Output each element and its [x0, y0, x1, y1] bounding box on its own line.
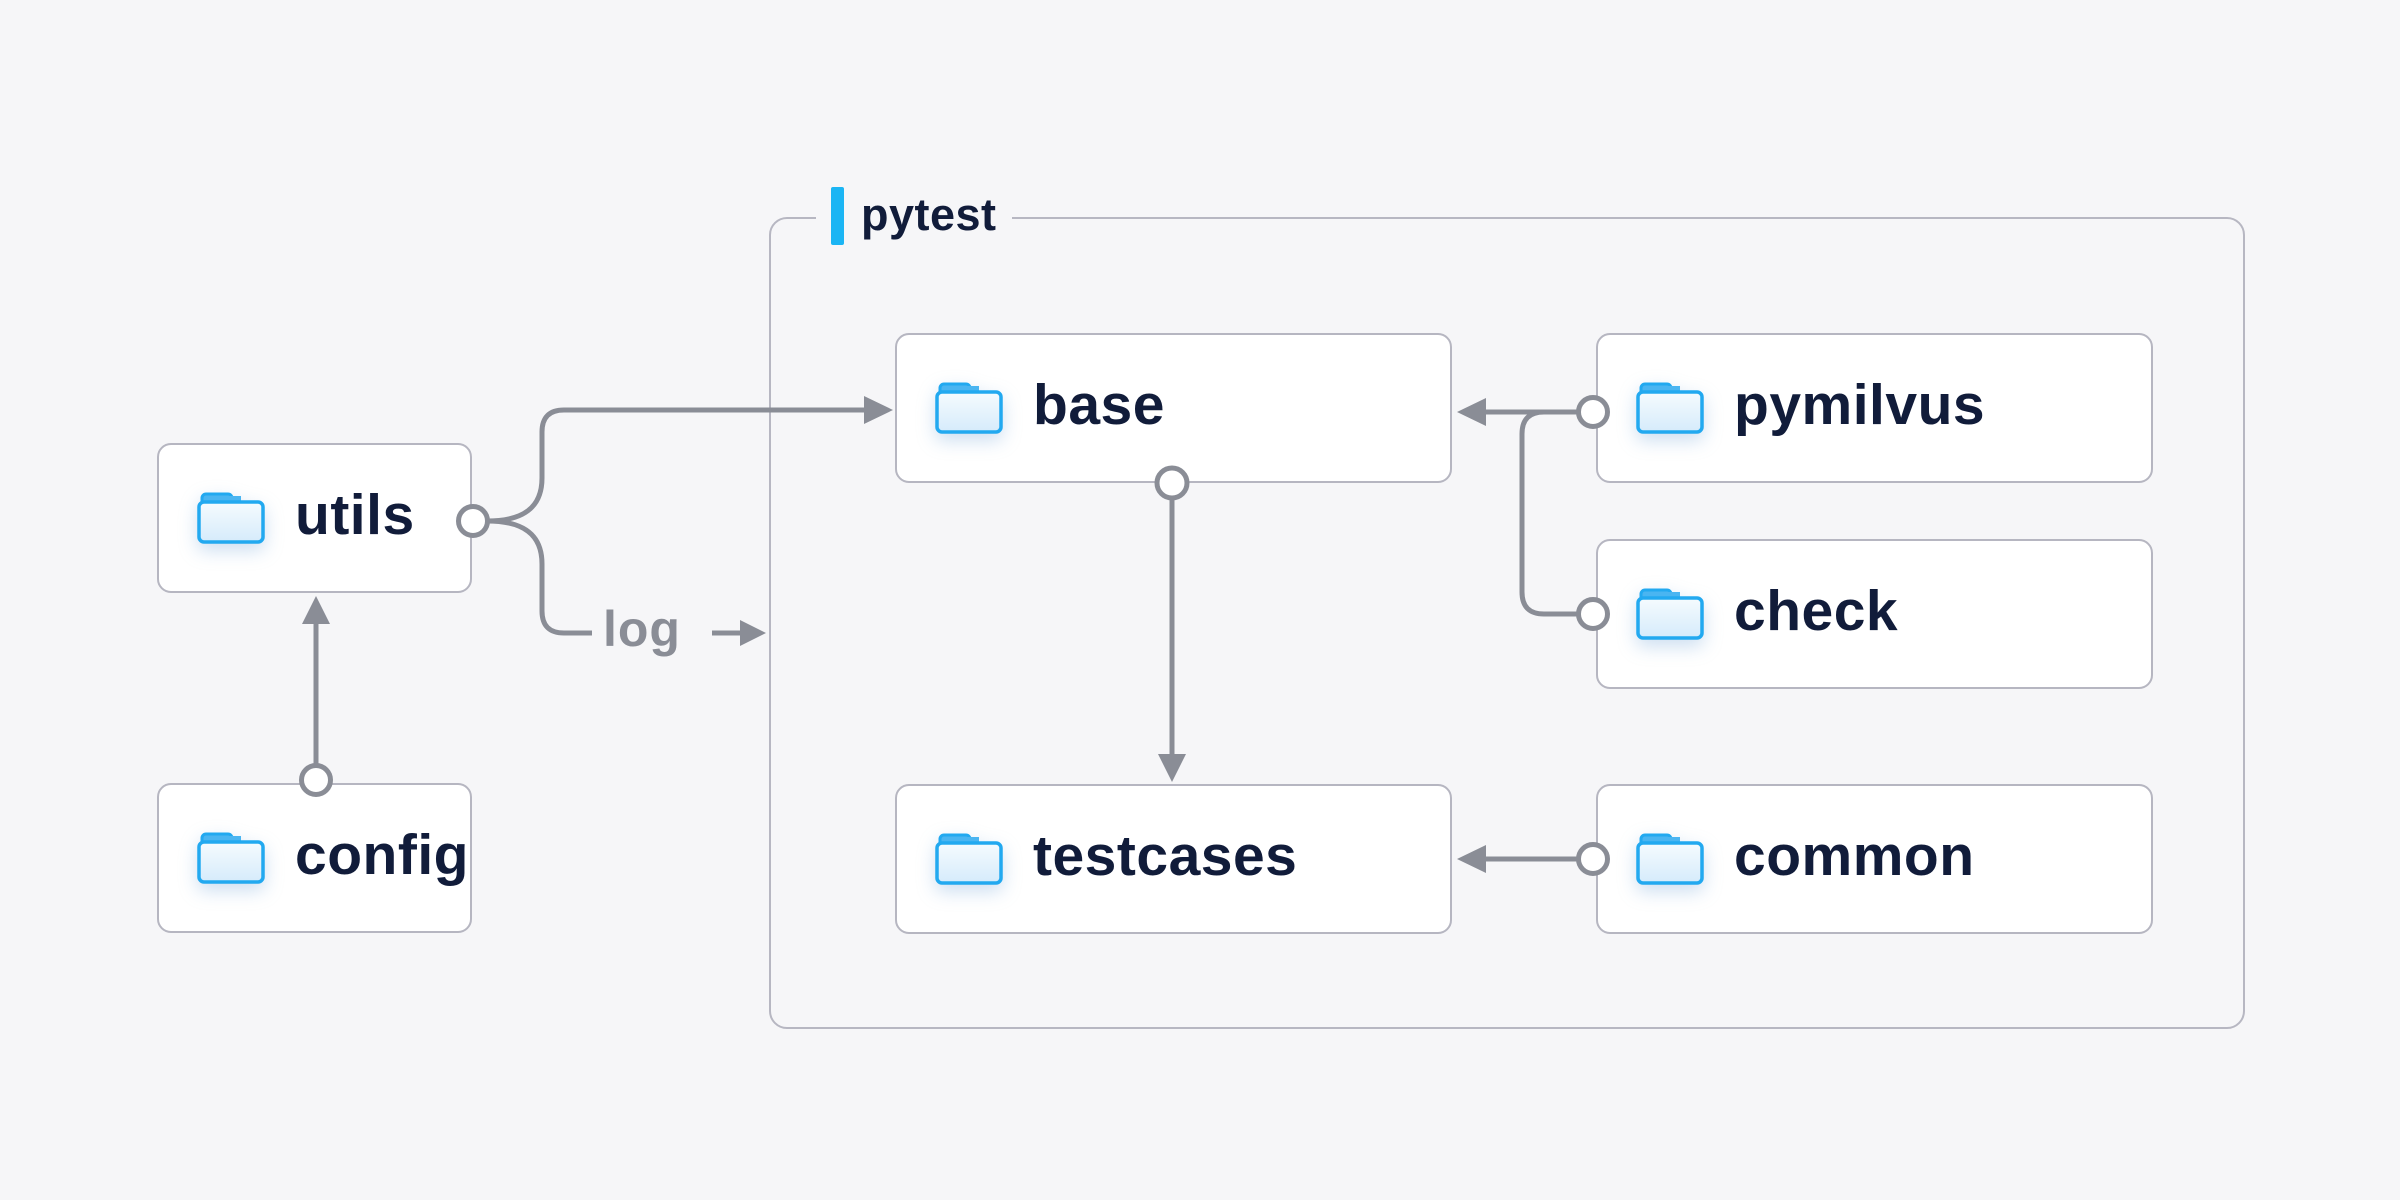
node-utils: utils [157, 443, 472, 593]
node-label: pymilvus [1734, 372, 1986, 437]
folder-icon [1636, 833, 1704, 885]
node-label: utils [295, 482, 415, 547]
folder-icon [935, 833, 1003, 885]
node-label: check [1734, 578, 1899, 643]
edge-label-log: log [603, 601, 681, 657]
folder-icon [197, 832, 265, 884]
folder-icon [1636, 382, 1704, 434]
pytest-group-box [769, 217, 2245, 1029]
group-title: pytest [861, 188, 997, 240]
node-label: testcases [1033, 823, 1298, 888]
arrowhead-log [740, 620, 766, 646]
pytest-group-label: pytest [816, 186, 1012, 246]
folder-icon [1636, 588, 1704, 640]
node-label: base [1033, 372, 1165, 437]
node-testcases: testcases [895, 784, 1452, 934]
accent-bar [831, 187, 844, 245]
node-label: common [1734, 823, 1975, 888]
node-config: config [157, 783, 472, 933]
arrowhead-into-utils [302, 596, 330, 624]
edge-utils-log [486, 518, 592, 636]
folder-icon [935, 382, 1003, 434]
node-base: base [895, 333, 1452, 483]
node-pymilvus: pymilvus [1596, 333, 2153, 483]
folder-icon [197, 492, 265, 544]
node-label: config [295, 822, 469, 887]
node-common: common [1596, 784, 2153, 934]
node-check: check [1596, 539, 2153, 689]
